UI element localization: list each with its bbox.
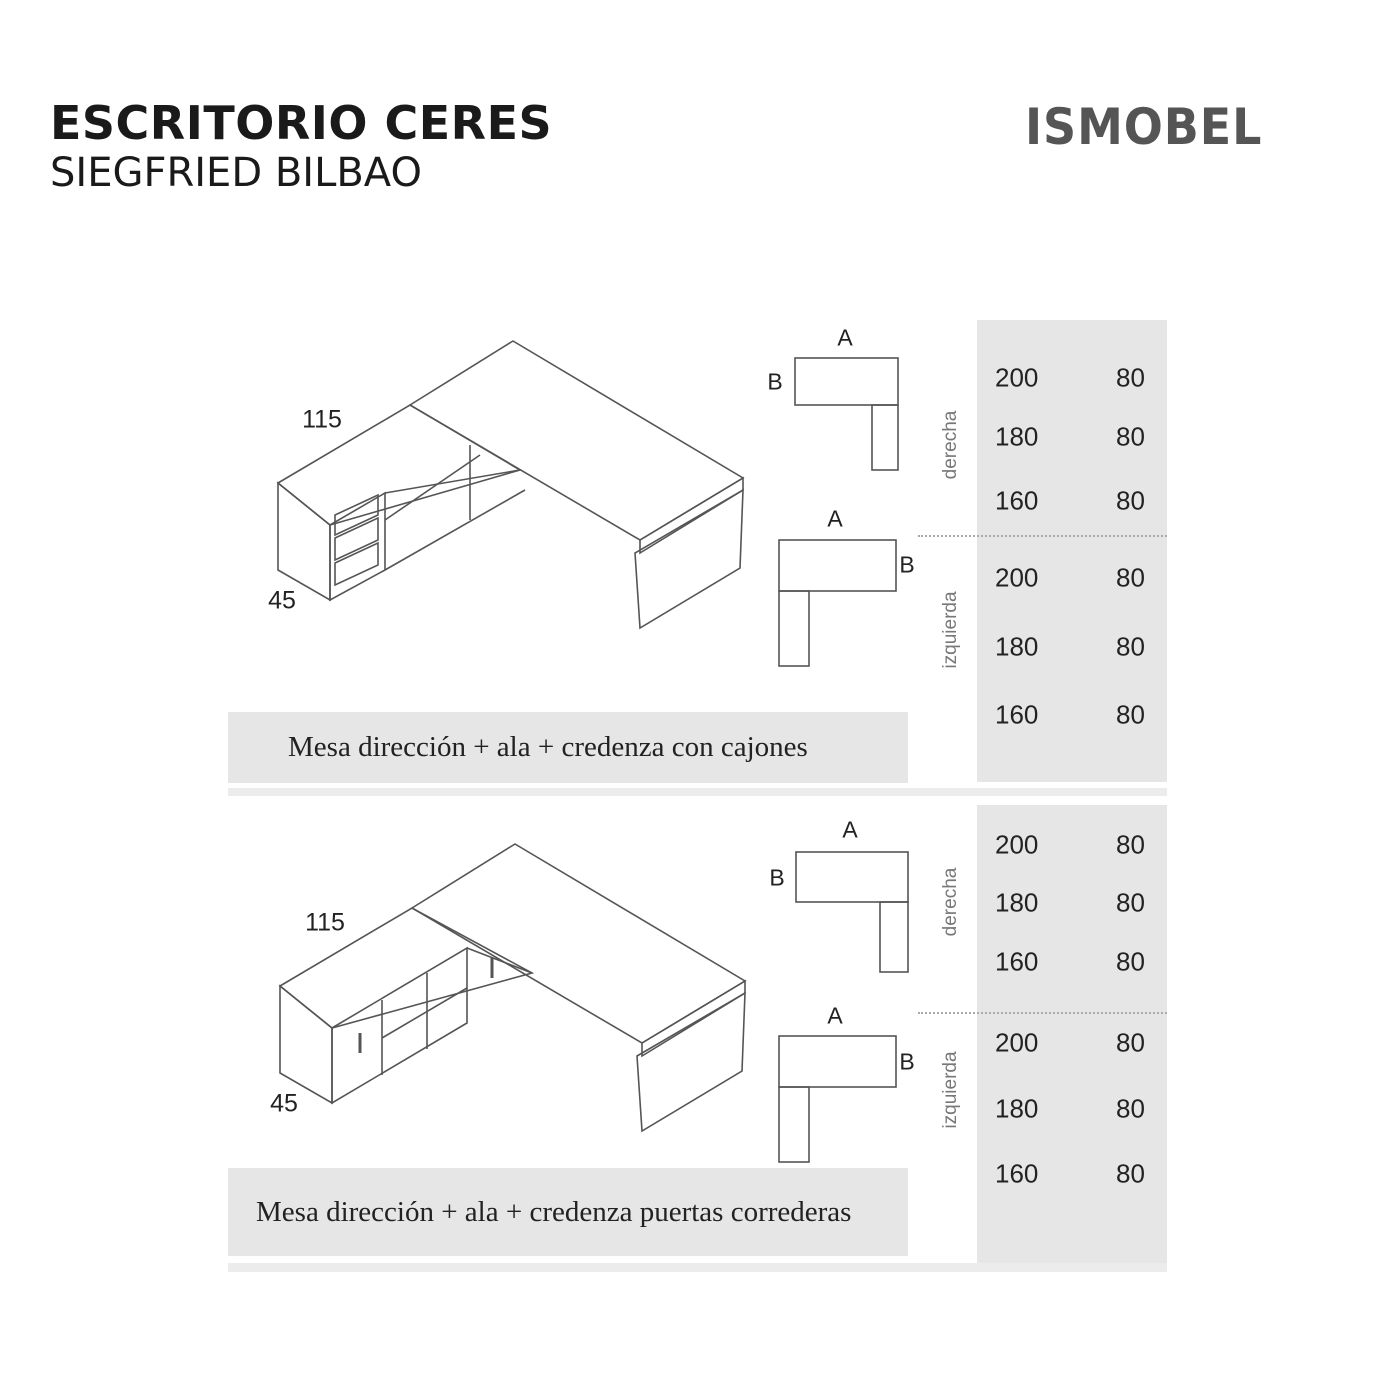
size-a: 160 — [995, 946, 1039, 977]
size-a: 160 — [995, 485, 1039, 516]
size-b: 80 — [1116, 946, 1145, 977]
product-subtitle: SIEGFRIED BILBAO — [50, 150, 422, 196]
orientation-label-derecha: derecha — [940, 410, 961, 480]
desk-drawing-sliding-doors — [278, 843, 747, 1133]
size-b: 80 — [1116, 485, 1145, 516]
size-table-panel-1 — [977, 320, 1167, 782]
orientation-label-izquierda: izquierda — [940, 591, 961, 669]
label-b: B — [767, 368, 783, 395]
label-b: B — [899, 551, 915, 578]
label-a: A — [837, 324, 853, 351]
size-a: 160 — [995, 1158, 1039, 1189]
brand-logo: ISMOBEL — [1025, 98, 1263, 156]
size-a: 200 — [995, 829, 1039, 860]
size-b: 80 — [1116, 1027, 1145, 1058]
size-b: 80 — [1116, 1093, 1145, 1124]
label-b: B — [769, 864, 785, 891]
caption-bar-1: Mesa dirección + ala + credenza con cajo… — [228, 712, 908, 783]
size-table-panel-2 — [977, 805, 1167, 1272]
size-a: 160 — [995, 699, 1039, 730]
plan-diagram-izquierda-2 — [778, 1035, 897, 1163]
caption-bar-2: Mesa dirección + ala + credenza puertas … — [228, 1168, 908, 1256]
size-b: 80 — [1116, 699, 1145, 730]
dimension-width-label: 115 — [305, 908, 345, 937]
dimension-depth-label: 45 — [268, 586, 296, 615]
dimension-depth-label: 45 — [270, 1089, 298, 1118]
dotted-divider — [918, 535, 1167, 537]
plan-diagram-derecha-1 — [794, 357, 899, 471]
size-b: 80 — [1116, 631, 1145, 662]
caption-text: Mesa dirección + ala + credenza con cajo… — [288, 731, 808, 763]
size-a: 180 — [995, 631, 1039, 662]
dimension-width-label: 115 — [302, 405, 342, 434]
size-a: 180 — [995, 887, 1039, 918]
label-a: A — [842, 816, 858, 843]
caption-text: Mesa dirección + ala + credenza puertas … — [256, 1195, 852, 1228]
size-b: 80 — [1116, 887, 1145, 918]
divider-strip-1 — [228, 788, 1167, 796]
size-a: 200 — [995, 1027, 1039, 1058]
divider-strip-2 — [228, 1263, 1167, 1272]
product-title: ESCRITORIO CERES — [50, 96, 553, 150]
orientation-label-derecha: derecha — [940, 867, 961, 937]
plan-diagram-izquierda-1 — [778, 539, 897, 667]
plan-diagram-derecha-2 — [795, 851, 909, 973]
desk-drawing-drawers — [276, 340, 745, 630]
size-a: 200 — [995, 362, 1039, 393]
orientation-label-izquierda: izquierda — [940, 1051, 961, 1129]
size-b: 80 — [1116, 829, 1145, 860]
size-a: 200 — [995, 562, 1039, 593]
label-a: A — [827, 1002, 843, 1029]
label-a: A — [827, 505, 843, 532]
size-b: 80 — [1116, 1158, 1145, 1189]
size-b: 80 — [1116, 421, 1145, 452]
size-b: 80 — [1116, 362, 1145, 393]
size-b: 80 — [1116, 562, 1145, 593]
size-a: 180 — [995, 421, 1039, 452]
label-b: B — [899, 1048, 915, 1075]
dotted-divider — [918, 1012, 1167, 1014]
size-a: 180 — [995, 1093, 1039, 1124]
